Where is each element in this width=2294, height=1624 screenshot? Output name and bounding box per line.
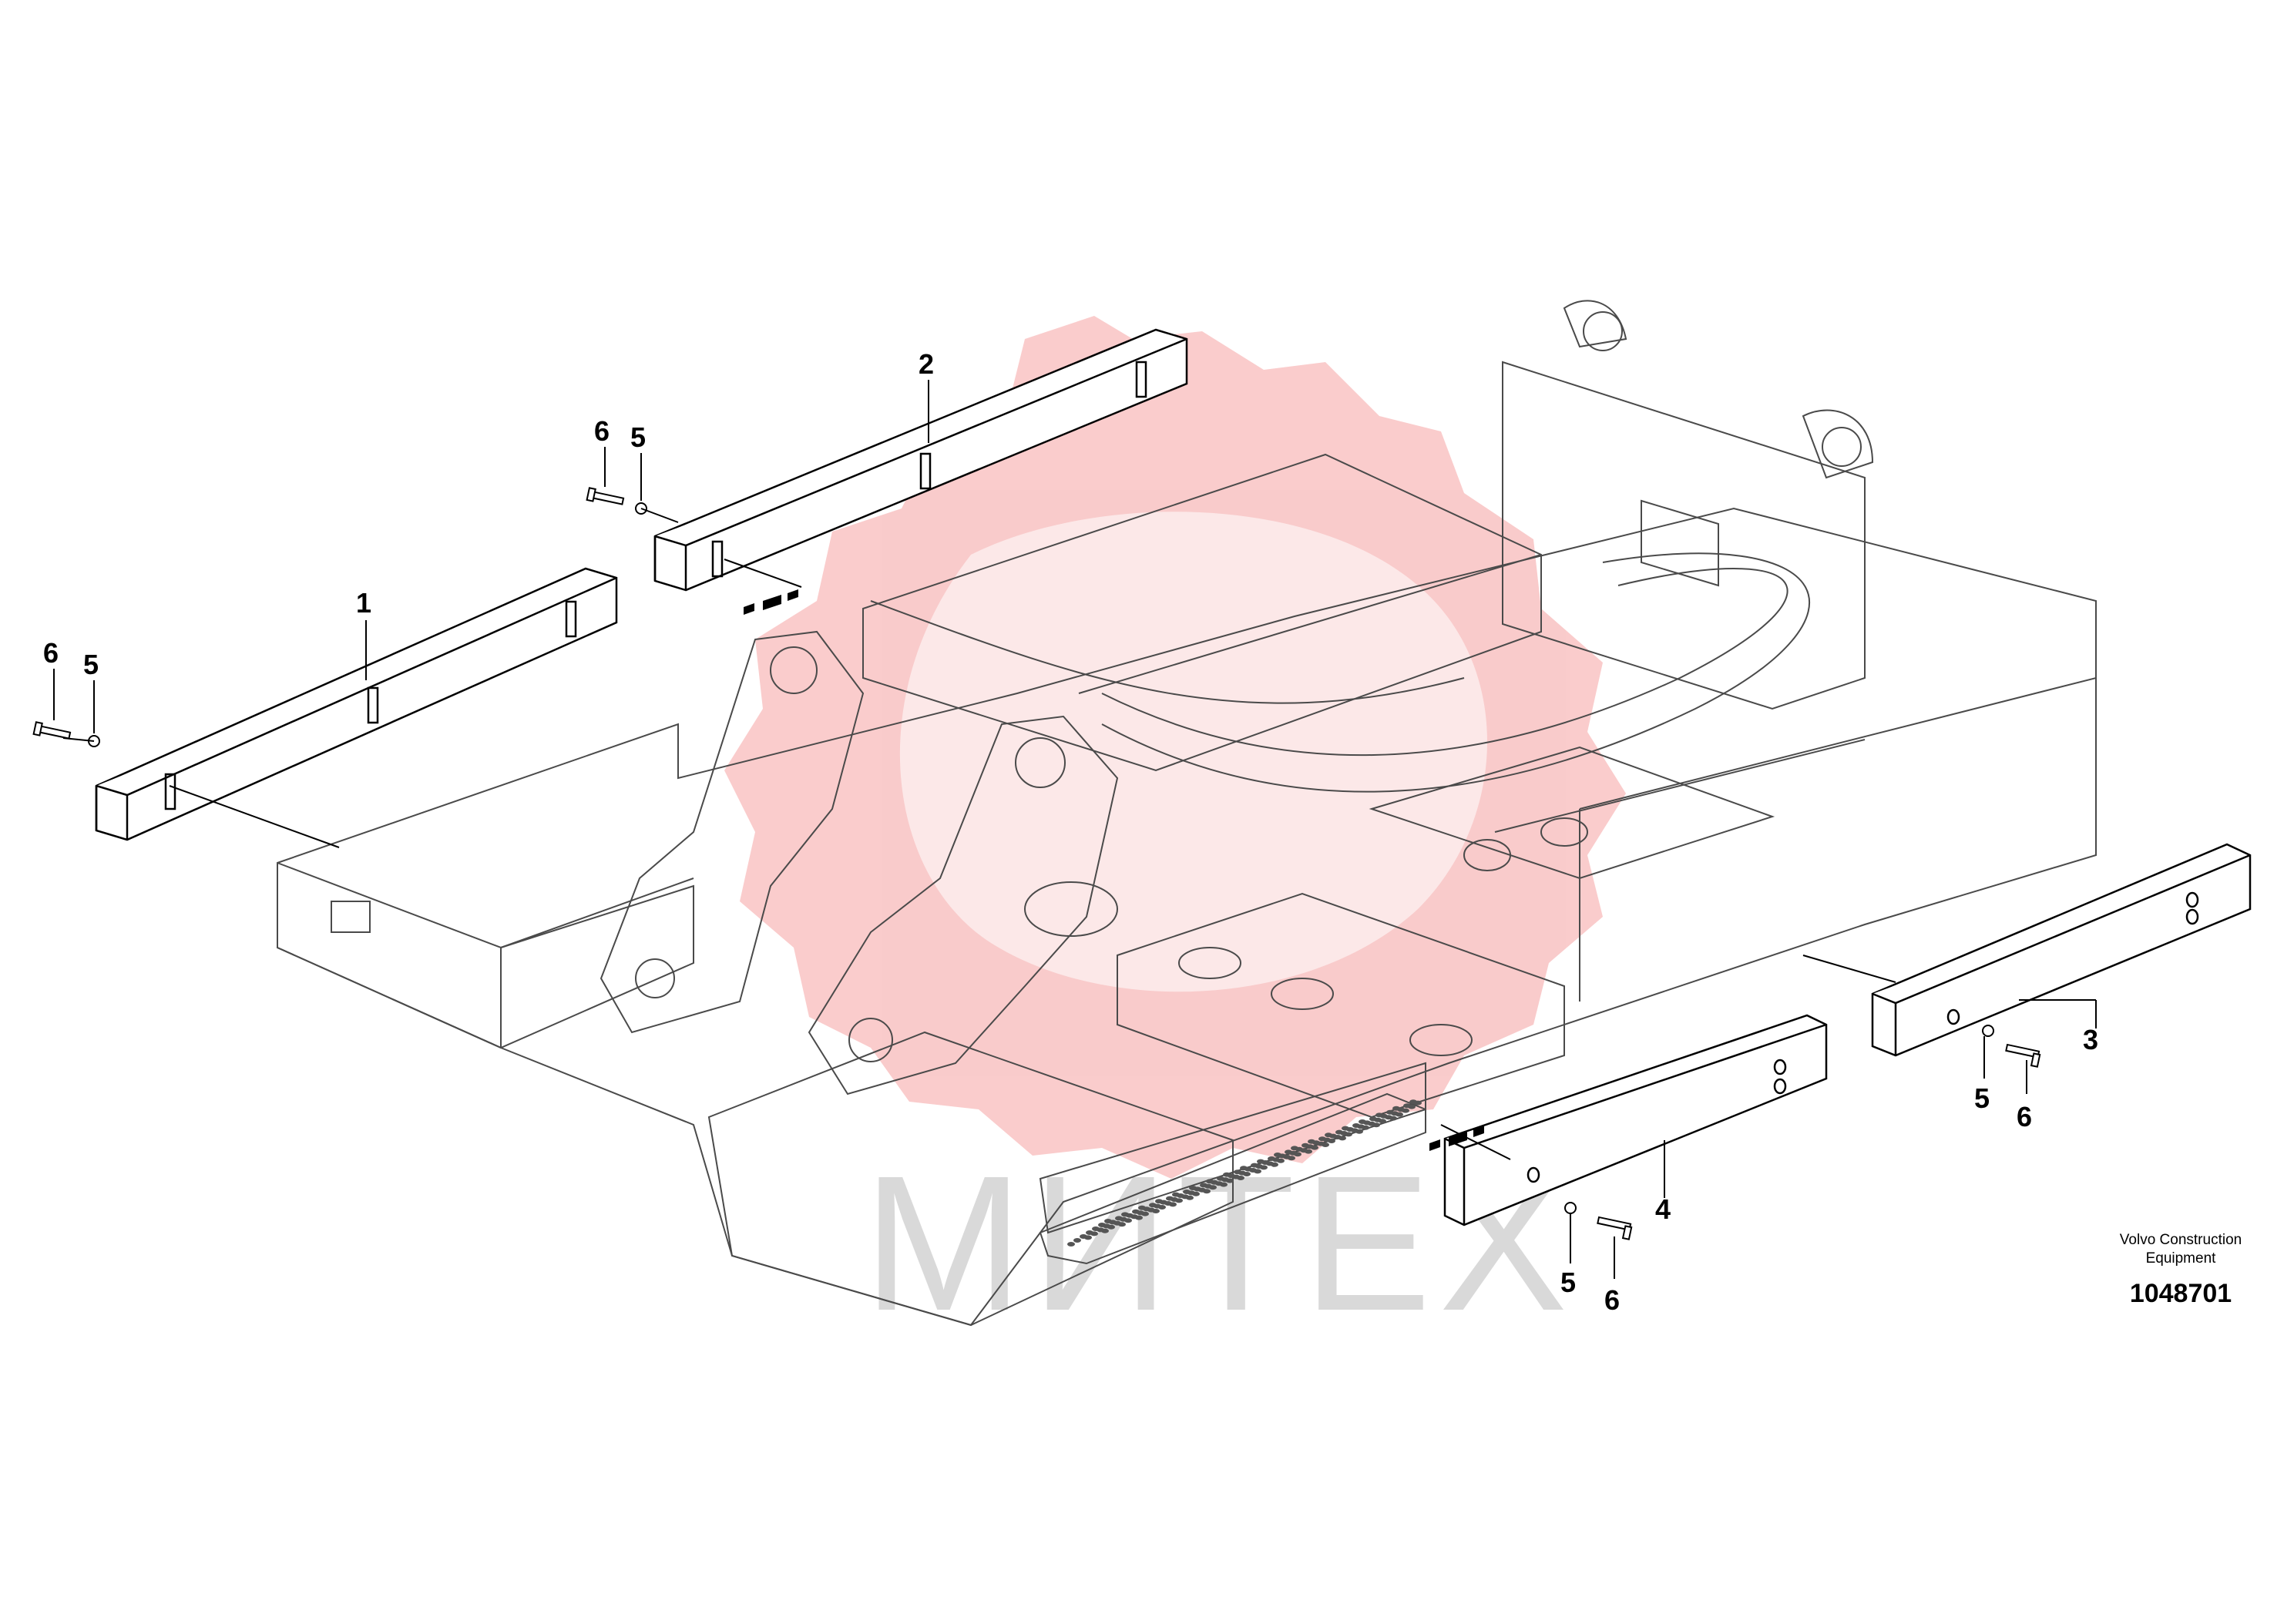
- callout-3: 3: [2083, 1024, 2098, 1055]
- part-3-bar: [1871, 843, 2252, 1057]
- perforation-hole: [1403, 1103, 1411, 1109]
- perforation-hole: [1223, 1172, 1231, 1177]
- perforation-hole: [1369, 1116, 1377, 1122]
- perforation-hole: [1335, 1129, 1343, 1135]
- callout-1: 1: [356, 587, 371, 619]
- perforation-hole: [1285, 1149, 1292, 1155]
- perforation-hole: [1342, 1126, 1349, 1131]
- perforation-hole: [1318, 1136, 1326, 1142]
- perforation-hole: [1206, 1179, 1214, 1184]
- leader-lines: [53, 380, 2097, 1279]
- perforation-hole: [1409, 1099, 1417, 1105]
- perforation-hole: [1352, 1123, 1360, 1128]
- perforation-hole: [1104, 1219, 1112, 1223]
- fasteners: [32, 487, 2041, 1240]
- bolt-4: [1597, 1216, 1633, 1240]
- callout-5c: 5: [1974, 1082, 1990, 1114]
- perforation-hole: [1308, 1139, 1315, 1144]
- washer-4: [1564, 1202, 1577, 1214]
- upper-frame: [277, 300, 2097, 1327]
- perforation-hole: [1073, 1238, 1081, 1243]
- perforation-hole: [1251, 1163, 1258, 1168]
- part-2-bar: [653, 328, 1188, 592]
- callout-2: 2: [919, 348, 934, 380]
- perforation-hole: [1132, 1209, 1140, 1214]
- perforation-hole: [1325, 1132, 1332, 1138]
- perforation-hole: [1121, 1212, 1129, 1217]
- callout-6a: 6: [43, 637, 59, 669]
- bolt-1: [32, 721, 72, 740]
- washer-3: [1982, 1025, 1994, 1037]
- perforation-hole: [1217, 1176, 1224, 1181]
- callout-5a: 5: [83, 649, 99, 680]
- perforation-hole: [1189, 1186, 1197, 1190]
- callout-6c: 6: [2017, 1101, 2032, 1132]
- callout-6b: 6: [594, 415, 610, 447]
- perforation-hole: [1172, 1192, 1180, 1197]
- perforation-hole: [1274, 1153, 1281, 1157]
- perforation-hole: [1359, 1119, 1366, 1124]
- perforation-hole: [1155, 1199, 1163, 1204]
- mounting-pins: [744, 589, 1484, 1151]
- bolt-3: [2005, 1043, 2041, 1068]
- perforation-hole: [1234, 1169, 1241, 1175]
- perforation-hole: [1375, 1112, 1383, 1118]
- perforation-hole: [1067, 1242, 1075, 1247]
- perforation-hole: [1166, 1196, 1174, 1201]
- perforation-hole: [1183, 1189, 1191, 1194]
- perforation-hole: [1149, 1203, 1157, 1208]
- watermark-logo: [724, 316, 1626, 1179]
- perforation-hole: [1086, 1230, 1093, 1235]
- perforation-hole: [1098, 1223, 1106, 1227]
- perforation-hole: [1302, 1143, 1309, 1148]
- perforation-hole: [1092, 1226, 1100, 1231]
- manufacturer-caption: Volvo Construction Equipment: [2088, 1231, 2273, 1268]
- perforation-hole: [1291, 1146, 1298, 1151]
- perforation-hole: [1268, 1156, 1275, 1161]
- drawing-number: 1048701: [2129, 1279, 2232, 1308]
- perforation-hole: [1386, 1109, 1394, 1115]
- callout-5d: 5: [1560, 1267, 1576, 1298]
- perforation-hole: [1200, 1183, 1207, 1188]
- step-plate: [1039, 1092, 1426, 1265]
- part-4-bar: [1443, 1014, 1828, 1226]
- perforation-hole: [1257, 1159, 1265, 1164]
- perforation-hole: [1080, 1234, 1087, 1239]
- perforation-hole: [1240, 1166, 1248, 1171]
- callout-5b: 5: [630, 421, 646, 453]
- part-1-bar: [95, 567, 618, 841]
- perforation-hole: [1138, 1205, 1146, 1210]
- callout-labels: 1 2 3 4 6 5 6 5 5 6 5 6: [43, 348, 2098, 1316]
- callout-4: 4: [1655, 1193, 1671, 1225]
- manufacturer-line-1: Volvo Construction: [2119, 1232, 2242, 1248]
- perforation-hole: [1392, 1106, 1400, 1111]
- manufacturer-line-2: Equipment: [2145, 1250, 2216, 1267]
- callout-6d: 6: [1604, 1284, 1620, 1316]
- bolt-2: [586, 487, 625, 505]
- perforation-hole: [1115, 1216, 1123, 1221]
